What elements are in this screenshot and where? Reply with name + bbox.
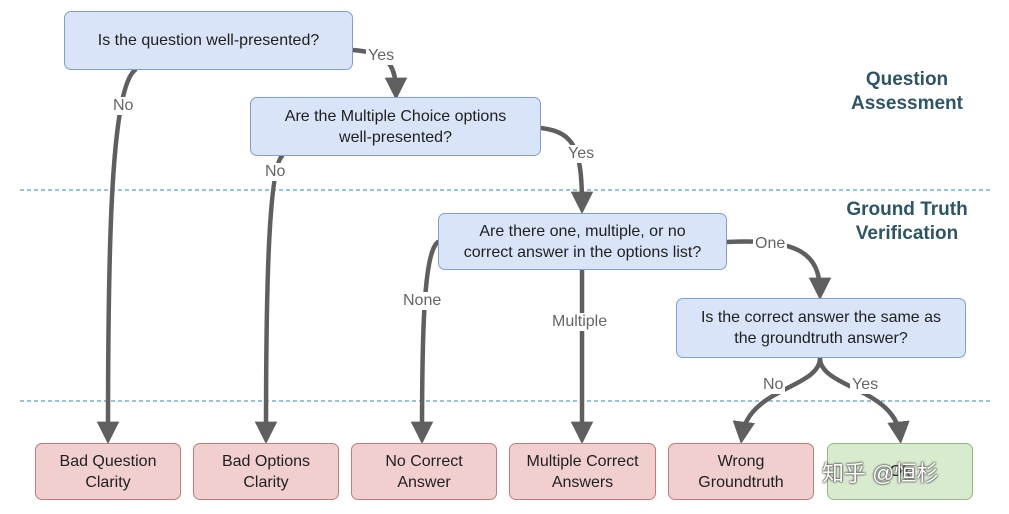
edge-label-q4-no: No — [761, 376, 786, 394]
question-q1: Is the question well-presented? — [64, 11, 353, 70]
edge-label-q2-no: No — [263, 163, 288, 181]
arrow-q2-yes — [538, 125, 594, 215]
edge-label-q1-yes: Yes — [366, 47, 397, 65]
edge-label-q3-none: None — [401, 292, 444, 310]
arrow-q1-no — [96, 67, 138, 445]
outcome-ok: Ok — [827, 443, 973, 500]
section-ground-truth-verification: Ground Truth Verification — [846, 199, 968, 244]
question-q4: Is the correct answer the same as the gr… — [676, 298, 966, 358]
arrow-q3-one — [724, 239, 832, 301]
edge-label-q2-yes: Yes — [566, 145, 597, 163]
arrow-q4-yes — [817, 355, 910, 445]
question-q2: Are the Multiple Choice options well-pre… — [250, 97, 541, 156]
section-question-assessment: Question Assessment — [851, 69, 963, 114]
edge-label-q3-multiple: Multiple — [550, 313, 610, 331]
arrow-q4-no — [732, 355, 823, 445]
outcome-bad-options-clarity: Bad Options Clarity — [193, 443, 339, 500]
question-q3: Are there one, multiple, or no correct a… — [438, 213, 727, 270]
outcome-no-correct-answer: No Correct Answer — [351, 443, 497, 500]
edge-label-q4-yes: Yes — [850, 376, 881, 394]
edge-label-q3-one: One — [753, 235, 788, 253]
outcome-wrong-groundtruth: Wrong Groundtruth — [668, 443, 814, 500]
outcome-multiple-correct-answers: Multiple Correct Answers — [509, 443, 656, 500]
edge-label-q1-no: No — [111, 97, 136, 115]
arrow-q2-no — [254, 153, 285, 445]
outcome-bad-question-clarity: Bad Question Clarity — [35, 443, 181, 500]
watermark: 知乎 @恒杉 — [822, 461, 939, 486]
arrow-q3-none — [410, 239, 441, 445]
